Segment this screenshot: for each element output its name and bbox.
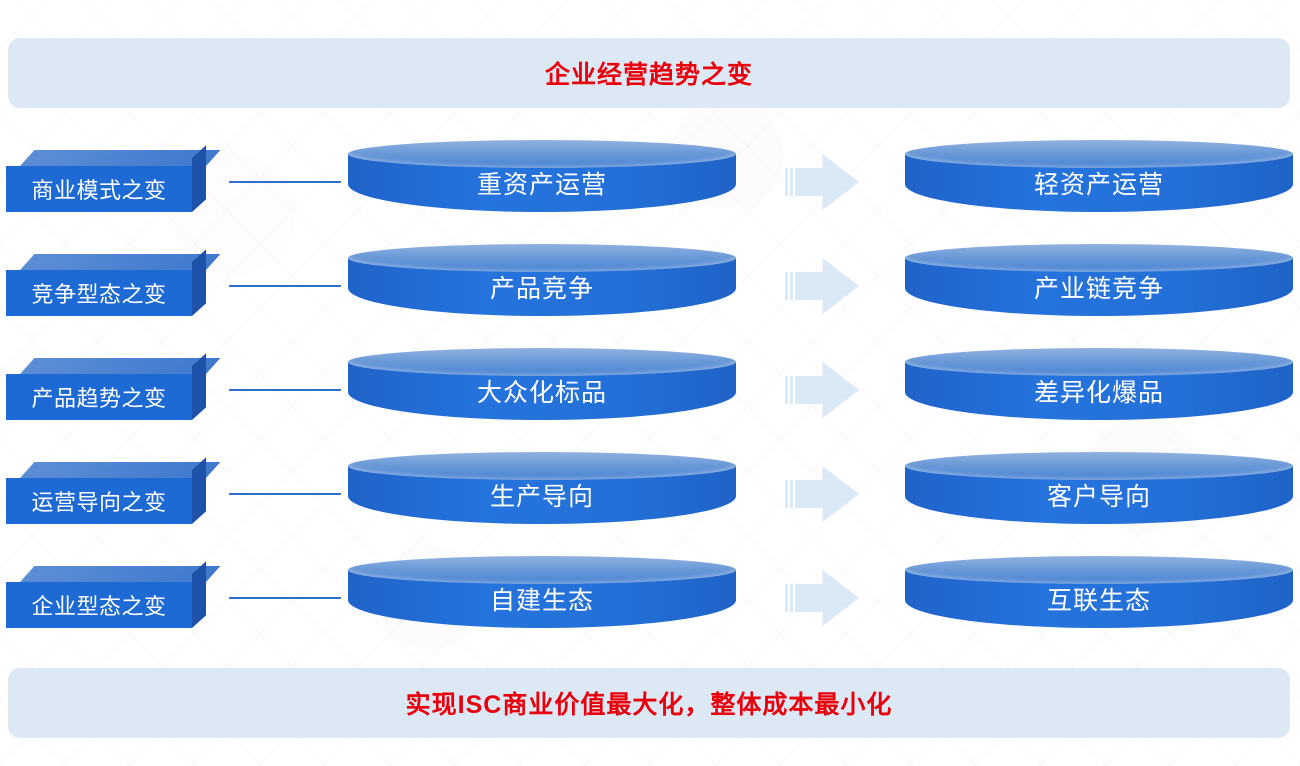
arrow-tail-stripes xyxy=(783,480,795,508)
connector-line-1 xyxy=(229,181,341,183)
from-state-cylinder-1[interactable]: 重资产运营 xyxy=(348,140,736,224)
category-box-top-face xyxy=(20,150,221,166)
category-box-top-face xyxy=(20,462,221,478)
category-box-front-face: 商业模式之变 xyxy=(6,166,192,212)
page-title: 企业经营趋势之变 xyxy=(544,61,753,89)
from-state-label-3: 大众化标品 xyxy=(476,379,607,407)
cylinder-top-ellipse xyxy=(905,556,1293,584)
category-box-side-face xyxy=(192,457,206,524)
category-box-side-face xyxy=(192,561,206,628)
category-box-1[interactable]: 商业模式之变 xyxy=(6,145,221,212)
from-state-label-1: 重资产运营 xyxy=(476,171,607,199)
cylinder-top-ellipse xyxy=(348,140,736,168)
footer-banner: 实现ISC商业价值最大化，整体成本最小化 xyxy=(8,668,1290,738)
to-state-label-1: 轻资产运营 xyxy=(1033,171,1164,199)
category-label-4: 运营导向之变 xyxy=(31,490,167,515)
right-arrow-icon-3 xyxy=(783,362,859,418)
to-state-cylinder-4[interactable]: 客户导向 xyxy=(905,452,1293,536)
category-box-4[interactable]: 运营导向之变 xyxy=(6,457,221,524)
category-label-1: 商业模式之变 xyxy=(31,178,167,203)
to-state-label-4: 客户导向 xyxy=(1046,483,1151,511)
from-state-label-4: 生产导向 xyxy=(489,483,594,511)
category-box-side-face xyxy=(192,249,206,316)
cylinder-top-ellipse xyxy=(348,556,736,584)
category-label-5: 企业型态之变 xyxy=(31,594,167,619)
cylinder-top-ellipse xyxy=(905,140,1293,168)
footer-title: 实现ISC商业价值最大化，整体成本最小化 xyxy=(405,691,893,719)
header-banner: 企业经营趋势之变 xyxy=(8,38,1290,108)
from-state-cylinder-4[interactable]: 生产导向 xyxy=(348,452,736,536)
category-box-2[interactable]: 竞争型态之变 xyxy=(6,249,221,316)
cylinder-top-ellipse xyxy=(348,452,736,480)
cylinder-top-ellipse xyxy=(905,348,1293,376)
to-state-cylinder-2[interactable]: 产业链竞争 xyxy=(905,244,1293,328)
from-state-cylinder-5[interactable]: 自建生态 xyxy=(348,556,736,640)
from-state-cylinder-2[interactable]: 产品竞争 xyxy=(348,244,736,328)
connector-line-2 xyxy=(229,285,341,287)
category-box-5[interactable]: 企业型态之变 xyxy=(6,561,221,628)
to-state-label-2: 产业链竞争 xyxy=(1033,275,1164,303)
connector-line-5 xyxy=(229,597,341,599)
right-arrow-icon-2 xyxy=(783,258,859,314)
cylinder-top-ellipse xyxy=(348,244,736,272)
category-box-front-face: 运营导向之变 xyxy=(6,478,192,524)
category-label-3: 产品趋势之变 xyxy=(31,386,167,411)
to-state-cylinder-5[interactable]: 互联生态 xyxy=(905,556,1293,640)
category-box-top-face xyxy=(20,254,221,270)
cylinder-top-ellipse xyxy=(905,452,1293,480)
arrow-tail-stripes xyxy=(783,584,795,612)
cylinder-top-ellipse xyxy=(905,244,1293,272)
right-arrow-icon-5 xyxy=(783,570,859,626)
right-arrow-icon-4 xyxy=(783,466,859,522)
category-box-front-face: 产品趋势之变 xyxy=(6,374,192,420)
category-box-front-face: 竞争型态之变 xyxy=(6,270,192,316)
from-state-label-2: 产品竞争 xyxy=(489,275,594,303)
cylinder-top-ellipse xyxy=(348,348,736,376)
category-box-front-face: 企业型态之变 xyxy=(6,582,192,628)
to-state-cylinder-3[interactable]: 差异化爆品 xyxy=(905,348,1293,432)
to-state-cylinder-1[interactable]: 轻资产运营 xyxy=(905,140,1293,224)
category-box-top-face xyxy=(20,566,221,582)
connector-line-3 xyxy=(229,389,341,391)
from-state-cylinder-3[interactable]: 大众化标品 xyxy=(348,348,736,432)
to-state-label-3: 差异化爆品 xyxy=(1033,379,1164,407)
arrow-tail-stripes xyxy=(783,168,795,196)
arrow-tail-stripes xyxy=(783,376,795,404)
category-box-top-face xyxy=(20,358,221,374)
right-arrow-icon-1 xyxy=(783,154,859,210)
from-state-label-5: 自建生态 xyxy=(489,587,594,615)
category-box-side-face xyxy=(192,145,206,212)
connector-line-4 xyxy=(229,493,341,495)
category-label-2: 竞争型态之变 xyxy=(31,282,167,307)
category-box-side-face xyxy=(192,353,206,420)
arrow-tail-stripes xyxy=(783,272,795,300)
category-box-3[interactable]: 产品趋势之变 xyxy=(6,353,221,420)
to-state-label-5: 互联生态 xyxy=(1046,587,1151,615)
